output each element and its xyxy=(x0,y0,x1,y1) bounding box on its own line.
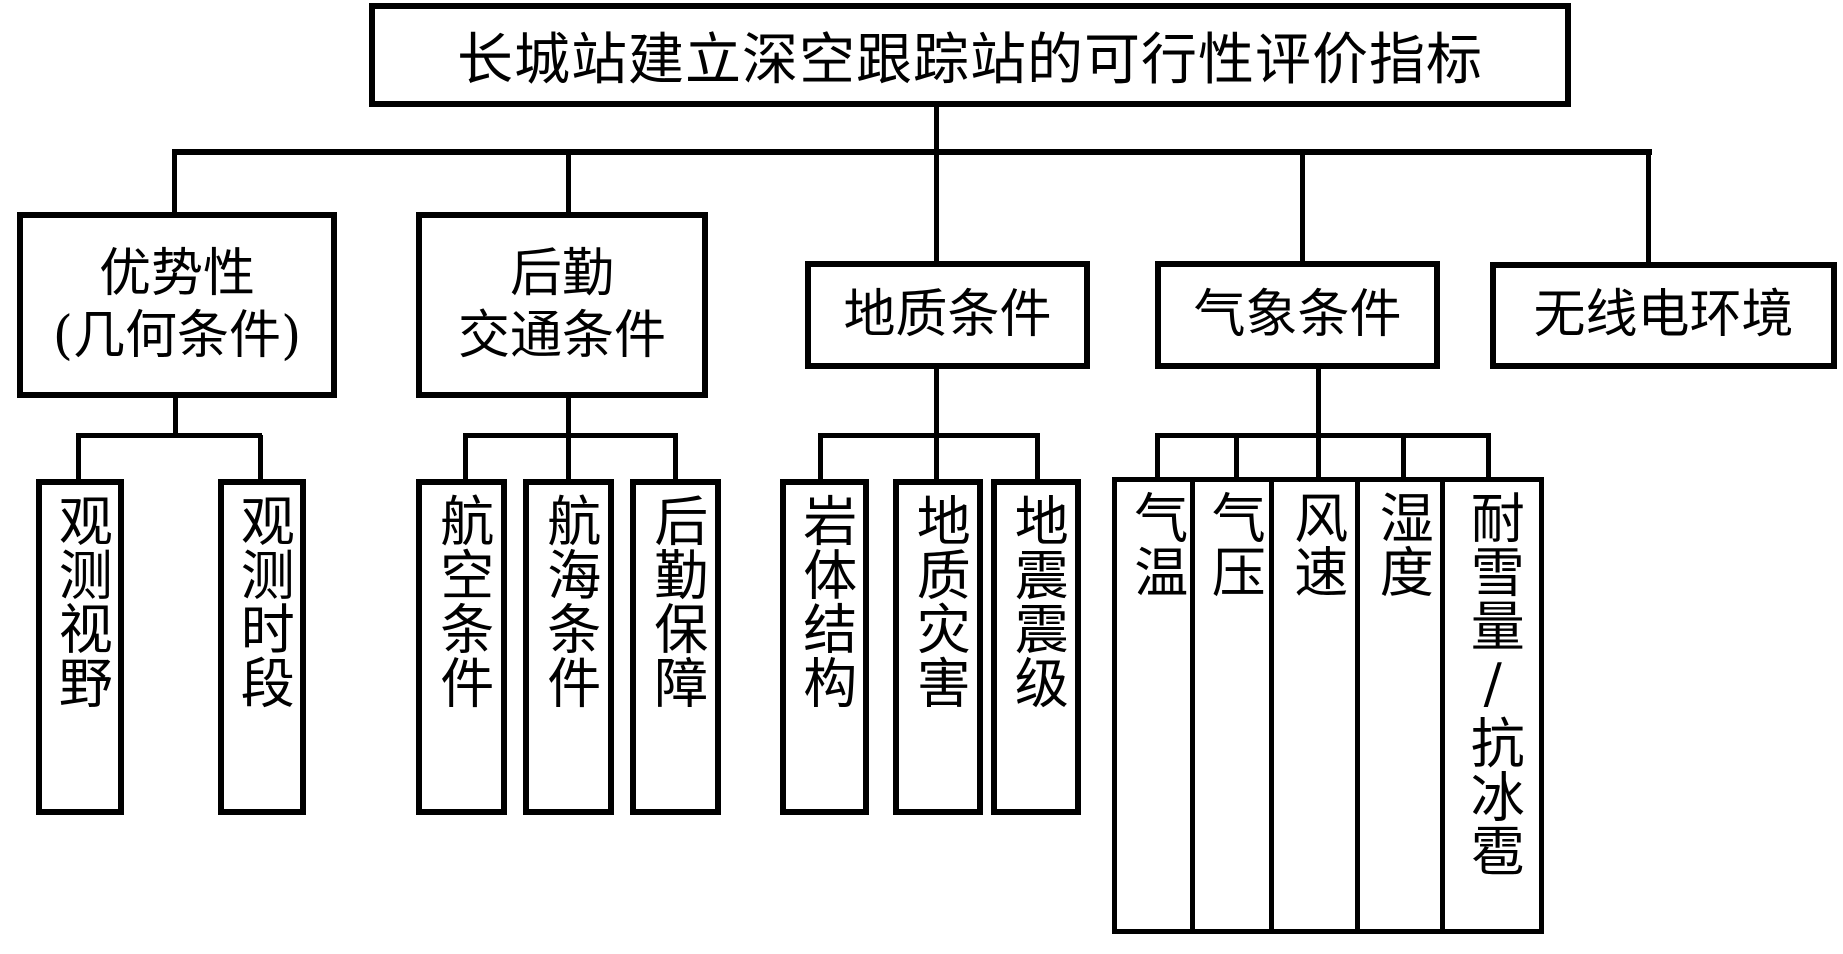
connector-line xyxy=(673,435,678,481)
connector-line xyxy=(1155,435,1160,479)
indicator-node: 岩体结构 xyxy=(780,479,869,815)
connector-line xyxy=(934,104,939,154)
indicator-label: 地质灾害 xyxy=(907,493,971,709)
connector-line xyxy=(566,435,571,481)
indicator-node: 观测视野 xyxy=(36,479,124,815)
indicator-node: 后勤保障 xyxy=(630,479,721,815)
indicator-node: 地震震级 xyxy=(991,479,1081,815)
root-title: 长城站建立深空跟踪站的可行性评价指标 xyxy=(457,27,1483,93)
connector-line xyxy=(76,435,81,481)
indicator-label: 耐雪量/抗冰雹 xyxy=(1461,490,1525,877)
indicator-node: 地质灾害 xyxy=(893,479,983,815)
indicator-label: 湿度 xyxy=(1370,490,1434,598)
category-node-advantage: 优势性(几何条件) xyxy=(17,212,337,398)
indicator-label: 航海条件 xyxy=(537,493,601,709)
indicator-node: 风速 xyxy=(1269,477,1362,934)
indicator-label: 岩体结构 xyxy=(793,493,857,709)
indicator-node: 航海条件 xyxy=(523,479,614,815)
category-label: 气象条件 xyxy=(1193,284,1402,345)
category-label: 交通条件 xyxy=(457,306,666,366)
category-node-radio: 无线电环境 xyxy=(1490,262,1837,369)
connector-line xyxy=(1035,435,1040,481)
connector-line xyxy=(818,433,1040,438)
connector-line xyxy=(566,152,571,212)
category-label: (几何条件) xyxy=(52,306,302,366)
indicator-label: 地震震级 xyxy=(1005,493,1069,709)
category-node-geology: 地质条件 xyxy=(805,261,1090,369)
connector-line xyxy=(1401,435,1406,479)
category-label: 优势性 xyxy=(98,243,255,304)
indicator-label: 观测时段 xyxy=(231,493,295,709)
category-node-climate: 气象条件 xyxy=(1155,261,1440,369)
connector-line xyxy=(934,367,939,438)
connector-line xyxy=(1155,433,1491,438)
category-label: 地质条件 xyxy=(843,284,1052,345)
indicator-node: 观测时段 xyxy=(218,479,306,815)
indicator-node: 航空条件 xyxy=(416,479,507,815)
indicator-node: 耐雪量/抗冰雹 xyxy=(1440,477,1544,934)
indicator-node: 湿度 xyxy=(1355,477,1447,934)
connector-line xyxy=(566,396,571,438)
connector-line xyxy=(463,435,468,481)
connector-line xyxy=(1646,152,1651,262)
connector-line xyxy=(1316,367,1321,438)
indicator-label: 后勤保障 xyxy=(644,493,708,709)
category-label: 无线电环境 xyxy=(1533,285,1794,346)
connector-line xyxy=(1316,435,1321,479)
connector-line xyxy=(172,149,1652,155)
indicator-label: 气压 xyxy=(1202,490,1266,598)
category-label: 后勤 xyxy=(509,243,614,304)
connector-line xyxy=(173,396,178,438)
indicator-label: 风速 xyxy=(1284,490,1348,598)
connector-line xyxy=(172,152,177,212)
connector-line xyxy=(818,435,823,481)
connector-line xyxy=(934,435,939,481)
connector-line xyxy=(1234,435,1239,479)
indicator-label: 航空条件 xyxy=(430,493,494,709)
connector-line xyxy=(76,433,262,438)
connector-line xyxy=(1486,435,1491,479)
category-node-logistics: 后勤交通条件 xyxy=(416,212,708,398)
indicator-node: 气温 xyxy=(1112,477,1199,934)
connector-line xyxy=(258,435,263,481)
connector-line xyxy=(934,152,939,261)
connector-line xyxy=(1300,152,1305,261)
root-node: 长城站建立深空跟踪站的可行性评价指标 xyxy=(369,3,1571,107)
indicator-node: 气压 xyxy=(1190,477,1276,934)
indicator-label: 气温 xyxy=(1124,490,1188,598)
indicator-label: 观测视野 xyxy=(49,493,113,709)
